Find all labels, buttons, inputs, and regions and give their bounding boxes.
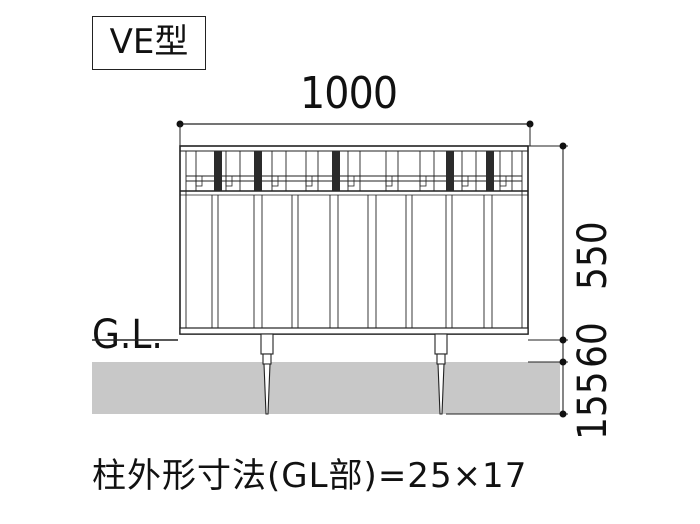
- ground-fill: [92, 362, 560, 414]
- accent-bars: [214, 151, 494, 191]
- height-dimension-550: 550: [570, 221, 616, 290]
- fence-slats: [211, 195, 493, 328]
- ground-level-label: G.L.: [92, 312, 163, 358]
- type-label: VE型: [92, 16, 206, 70]
- caption: 柱外形寸法(GL部)=25×17: [92, 456, 528, 496]
- bottom-rail: [179, 327, 529, 335]
- fence-posts: [260, 333, 448, 415]
- height-dimension-60: 60: [570, 322, 616, 368]
- height-dimension-155: 155: [570, 371, 616, 440]
- width-dimension-label: 1000: [300, 68, 398, 119]
